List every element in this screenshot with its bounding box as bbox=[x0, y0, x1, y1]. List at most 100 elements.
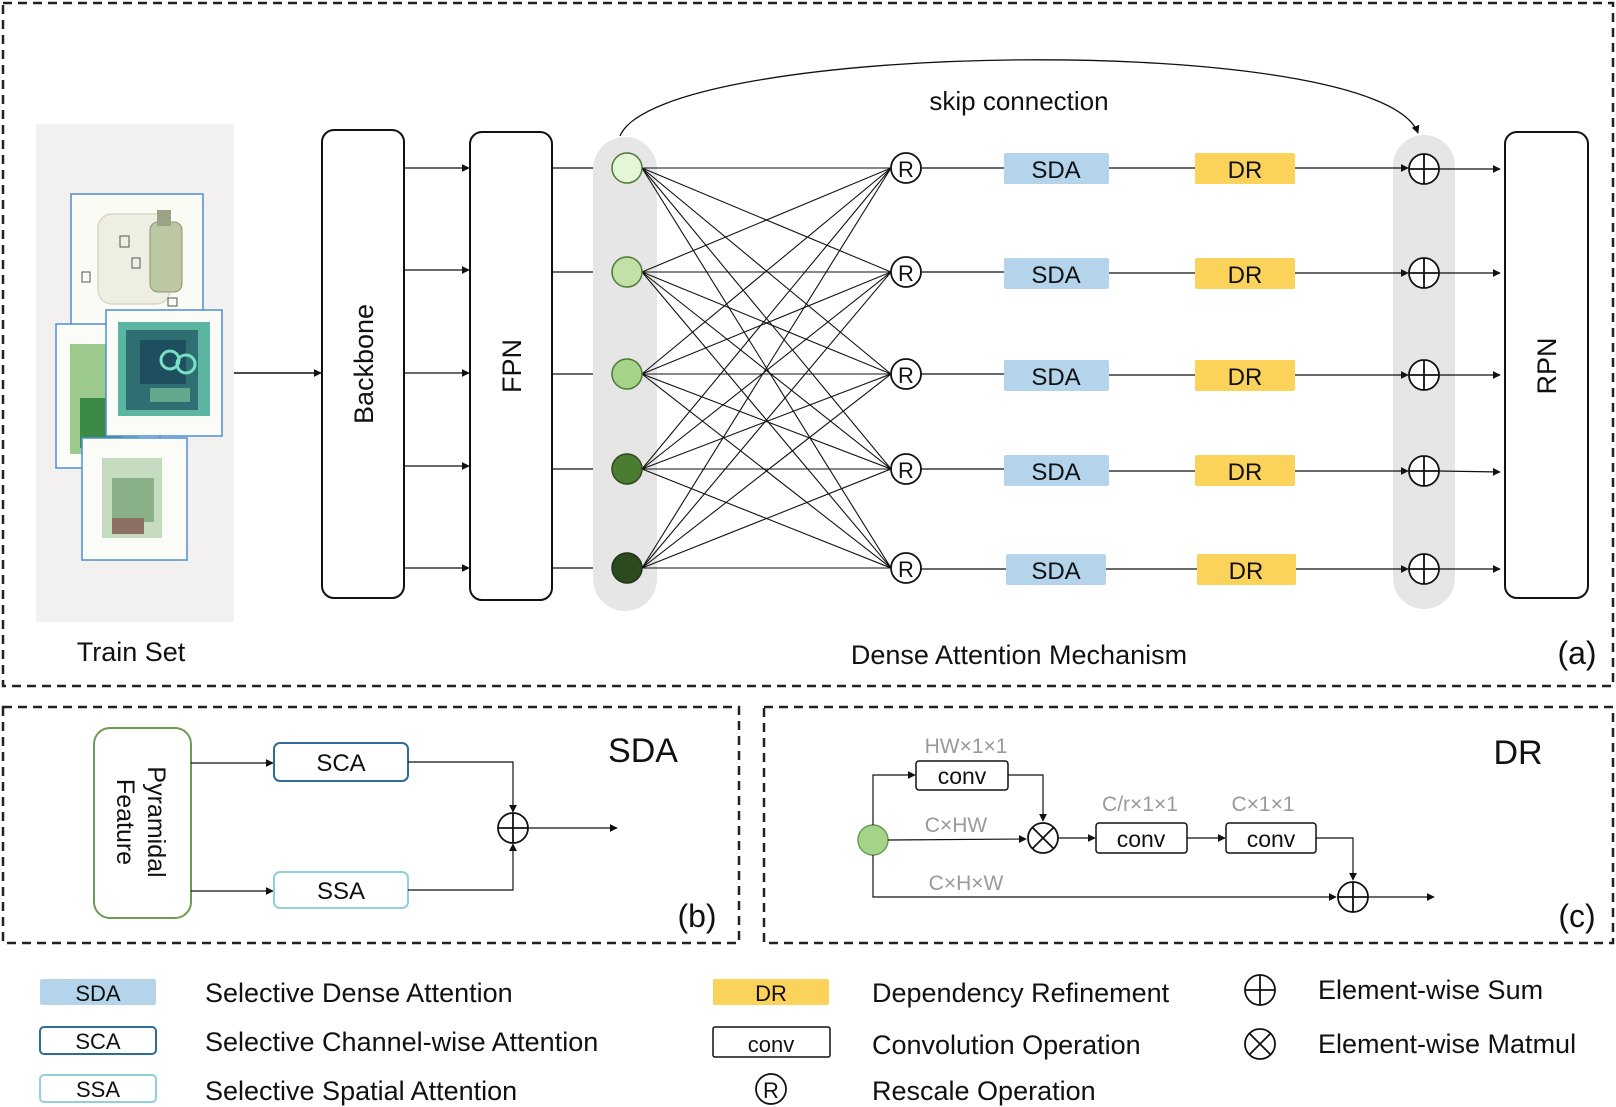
svg-text:DR: DR bbox=[1228, 364, 1263, 391]
svg-text:R: R bbox=[898, 557, 914, 582]
arrow-ssa-to-sum bbox=[408, 843, 517, 891]
legend-sca-chip bbox=[39, 1026, 157, 1055]
dense-edge-5-3 bbox=[641, 373, 892, 569]
legend-sum-icon bbox=[1244, 974, 1276, 1006]
dense-edge-4-3 bbox=[641, 373, 892, 470]
svg-text:DR: DR bbox=[755, 981, 787, 1006]
skip-connection-label: skip connection bbox=[929, 86, 1108, 116]
dr-block bbox=[1195, 258, 1295, 289]
legend-dr-text: Dependency Refinement bbox=[872, 978, 1170, 1008]
svg-text:R: R bbox=[898, 157, 914, 182]
backbone-block bbox=[321, 129, 405, 599]
sda-block bbox=[1004, 455, 1109, 486]
dim-c-hw: C×HW bbox=[925, 814, 988, 837]
rescale-icon bbox=[890, 552, 922, 584]
dense-edge-5-4 bbox=[641, 468, 892, 569]
svg-text:conv: conv bbox=[938, 763, 987, 789]
arrow-conv-to-matmul bbox=[1008, 774, 1047, 822]
svg-text:SSA: SSA bbox=[76, 1077, 120, 1102]
panel-a-border bbox=[1, 1, 1615, 688]
svg-text:R: R bbox=[898, 458, 914, 483]
dr-block bbox=[1197, 554, 1296, 585]
svg-text:DR: DR bbox=[1228, 459, 1263, 486]
legend-matmul-icon bbox=[1244, 1028, 1276, 1060]
svg-text:conv: conv bbox=[1117, 826, 1166, 852]
sum-icon bbox=[1408, 455, 1440, 487]
panel-b-tag: (b) bbox=[677, 898, 716, 934]
legend-sda-text: Selective Dense Attention bbox=[205, 978, 513, 1008]
attention-row-2: R SDA DR bbox=[890, 256, 1501, 289]
svg-text:SDA: SDA bbox=[75, 981, 121, 1006]
legend-conv-text: Convolution Operation bbox=[872, 1030, 1141, 1060]
svg-text:R: R bbox=[898, 363, 914, 388]
sum-icon bbox=[497, 812, 529, 844]
sum-icon bbox=[1337, 881, 1369, 913]
pyramid-level-node-1 bbox=[611, 152, 643, 184]
arrow-to-conv-top bbox=[872, 771, 916, 825]
svg-text:conv: conv bbox=[1247, 826, 1296, 852]
sda-block bbox=[1004, 153, 1109, 184]
attention-row-3: R SDA DR bbox=[890, 358, 1501, 391]
fpn-label: FPN bbox=[497, 339, 527, 393]
train-set-images bbox=[36, 124, 234, 622]
arrow-conv-to-sum bbox=[1316, 837, 1357, 881]
svg-text:conv: conv bbox=[748, 1032, 794, 1057]
dense-edge-5-1 bbox=[641, 167, 892, 569]
dense-edge-5-2 bbox=[641, 271, 892, 569]
svg-text:SDA: SDA bbox=[1031, 558, 1080, 585]
dense-edge-4-1 bbox=[641, 167, 892, 470]
legend-matmul-text: Element-wise Matmul bbox=[1318, 1029, 1576, 1059]
arrow-sca-to-sum bbox=[408, 761, 517, 813]
panel-b-title: SDA bbox=[608, 732, 678, 770]
sum-icon bbox=[1408, 257, 1440, 289]
sum-icon bbox=[1408, 359, 1440, 391]
dense-edge-4-2 bbox=[641, 271, 892, 470]
attention-row-5: R SDA DR bbox=[890, 552, 1501, 585]
legend: SDA Selective Dense Attention SCA Select… bbox=[39, 974, 1576, 1106]
pyramid-level-node-3 bbox=[611, 358, 643, 390]
mechanism-label: Dense Attention Mechanism bbox=[851, 640, 1187, 670]
arrow-residual bbox=[872, 855, 1337, 901]
legend-rescale-icon bbox=[755, 1073, 787, 1105]
pyramidal-feature-line2: Feature bbox=[111, 779, 139, 865]
matmul-icon bbox=[1027, 822, 1059, 854]
dr-block bbox=[1195, 455, 1295, 486]
svg-text:SDA: SDA bbox=[1031, 262, 1080, 289]
pyramid-level-node-5 bbox=[611, 552, 643, 584]
dr-block bbox=[1195, 153, 1295, 184]
dense-connections bbox=[641, 167, 892, 569]
dense-edge-3-2 bbox=[641, 271, 892, 375]
svg-text:SDA: SDA bbox=[1031, 459, 1080, 486]
fpn-block bbox=[469, 131, 553, 601]
pyramidal-feature-block bbox=[93, 727, 192, 919]
skip-connection-arrow bbox=[619, 59, 1420, 137]
dense-edge-3-1 bbox=[641, 167, 892, 375]
sda-block bbox=[1006, 554, 1106, 585]
dim-c-1-1: C×1×1 bbox=[1231, 793, 1294, 816]
svg-text:SSA: SSA bbox=[317, 878, 365, 905]
svg-text:DR: DR bbox=[1228, 157, 1263, 184]
dim-c-r-1-1: C/r×1×1 bbox=[1102, 793, 1178, 816]
panel-c-tag: (c) bbox=[1558, 898, 1595, 934]
legend-dr-chip bbox=[713, 979, 829, 1005]
legend-sum-text: Element-wise Sum bbox=[1318, 975, 1543, 1005]
dim-c-h-w: C×H×W bbox=[929, 872, 1004, 895]
pyramidal-feature-line1: Pyramidal bbox=[142, 766, 170, 877]
sda-block bbox=[1004, 258, 1109, 289]
svg-text:SCA: SCA bbox=[75, 1029, 121, 1054]
backbone-label: Backbone bbox=[349, 304, 379, 424]
panel-a-tag: (a) bbox=[1557, 635, 1596, 671]
dense-edge-2-1 bbox=[641, 167, 892, 273]
svg-text:DR: DR bbox=[1228, 262, 1263, 289]
dr-block bbox=[1195, 360, 1295, 391]
attention-row-4: R SDA DR bbox=[890, 453, 1501, 487]
legend-conv-chip bbox=[712, 1026, 831, 1058]
rpn-block bbox=[1504, 131, 1589, 599]
sum-icon bbox=[1408, 553, 1440, 585]
dr-input-node bbox=[857, 824, 889, 856]
legend-sda-chip bbox=[40, 979, 156, 1005]
svg-text:SDA: SDA bbox=[1031, 364, 1080, 391]
pyramid-level-node-4 bbox=[611, 453, 643, 485]
svg-text:SDA: SDA bbox=[1031, 157, 1080, 184]
